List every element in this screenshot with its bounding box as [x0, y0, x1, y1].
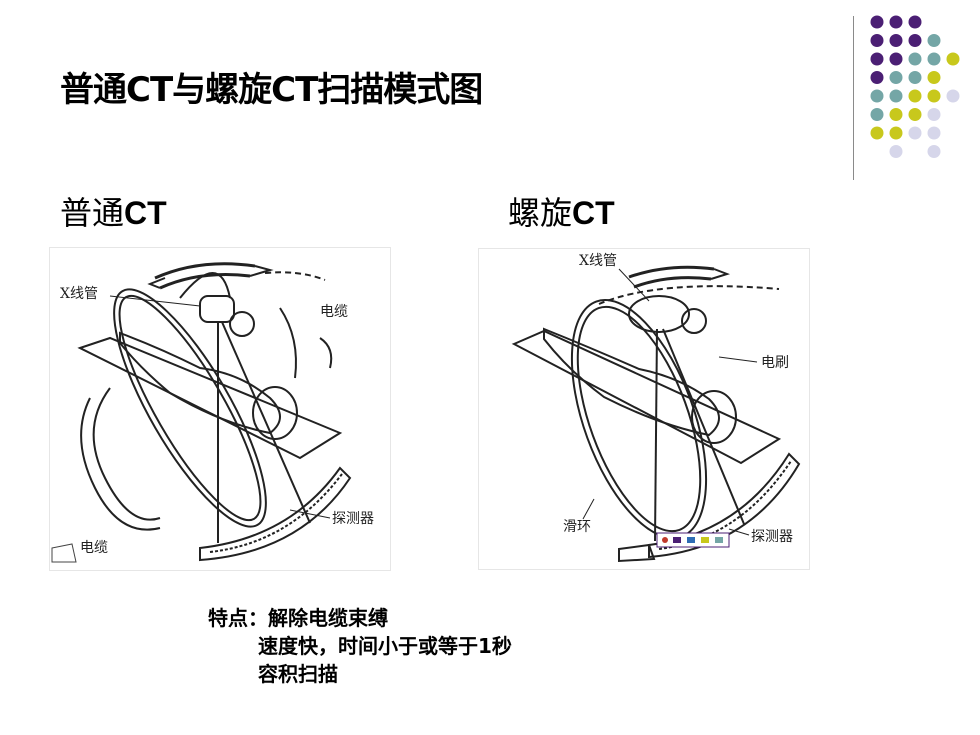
- decor-dot: [889, 126, 903, 140]
- decor-dot: [889, 89, 903, 103]
- heading-conventional-ct: 普通CT: [60, 188, 167, 234]
- note-line-1: 特点：解除电缆束缚: [208, 606, 388, 630]
- decor-dot: [946, 89, 960, 103]
- corner-mark-icon: [51, 543, 77, 563]
- decor-dot: [927, 126, 941, 140]
- decor-dot: [908, 15, 922, 29]
- decor-dot: [927, 71, 941, 84]
- note-line-3: 容积扫描: [258, 662, 338, 686]
- label-cable-top: 电缆: [320, 304, 348, 320]
- toolbar-block-icon: [715, 537, 723, 543]
- decor-dot: [870, 71, 884, 84]
- label-brush: 电刷: [761, 355, 789, 371]
- decor-dot: [927, 34, 941, 47]
- note-line-2: 速度快，时间小于或等于1秒: [258, 634, 512, 658]
- decor-dot: [908, 108, 922, 121]
- label-xray-tube: X线管: [60, 286, 98, 302]
- decor-dot: [946, 52, 960, 66]
- conventional-ct-illustration: X线管 电缆 探测器 电缆: [51, 262, 374, 563]
- decor-dot: [889, 71, 903, 84]
- decor-dot: [889, 108, 903, 121]
- conventional-ct-diagram: X线管 电缆 探测器 电缆: [49, 247, 391, 571]
- heading-conventional-cn: 普通: [60, 194, 125, 232]
- decor-dot: [870, 126, 884, 140]
- decor-dot: [870, 15, 884, 29]
- label-detector: 探测器: [751, 529, 793, 545]
- label-slip-ring: 滑环: [563, 518, 591, 535]
- label-cable-bottom: 电缆: [80, 540, 108, 556]
- decor-dot: [870, 34, 884, 47]
- features-notes: 特点：解除电缆束缚 速度快，时间小于或等于1秒 容积扫描: [208, 604, 512, 688]
- slide-title: 普通CT与螺旋CT扫描模式图: [60, 70, 483, 110]
- decor-dot: [908, 126, 922, 140]
- decor-dot: [870, 89, 884, 103]
- spiral-ct-diagram: X线管 电刷 滑环 探测器: [478, 248, 810, 570]
- decor-dot: [927, 52, 941, 66]
- toolbar-block-icon: [687, 537, 695, 543]
- decor-dot: [889, 145, 903, 158]
- decor-dot: [908, 71, 922, 84]
- decor-dot: [889, 34, 903, 47]
- decor-dot: [870, 108, 884, 121]
- decor-dot: [889, 15, 903, 29]
- label-xray-tube: X线管: [579, 253, 617, 269]
- toolbar-block-icon: [701, 537, 709, 543]
- toolbar-block-icon: [673, 537, 681, 543]
- toolbar-dot-icon: [662, 537, 668, 543]
- decorative-dot-grid: [870, 15, 960, 158]
- decor-dot: [889, 52, 903, 66]
- decor-dot: [908, 34, 922, 47]
- divider-line: [853, 16, 854, 180]
- heading-spiral-cn: 螺旋: [508, 194, 573, 232]
- decor-dot: [908, 89, 922, 103]
- heading-spiral-en: CT: [572, 195, 615, 231]
- heading-conventional-en: CT: [124, 195, 167, 231]
- decor-dot: [927, 89, 941, 103]
- heading-spiral-ct: 螺旋CT: [508, 188, 615, 234]
- decor-dot: [927, 108, 941, 121]
- label-detector: 探测器: [332, 511, 374, 527]
- decor-dot: [908, 52, 922, 66]
- decor-dot: [870, 52, 884, 66]
- spiral-ct-illustration: X线管 电刷 滑环 探测器: [511, 253, 801, 563]
- decor-dot: [927, 145, 941, 158]
